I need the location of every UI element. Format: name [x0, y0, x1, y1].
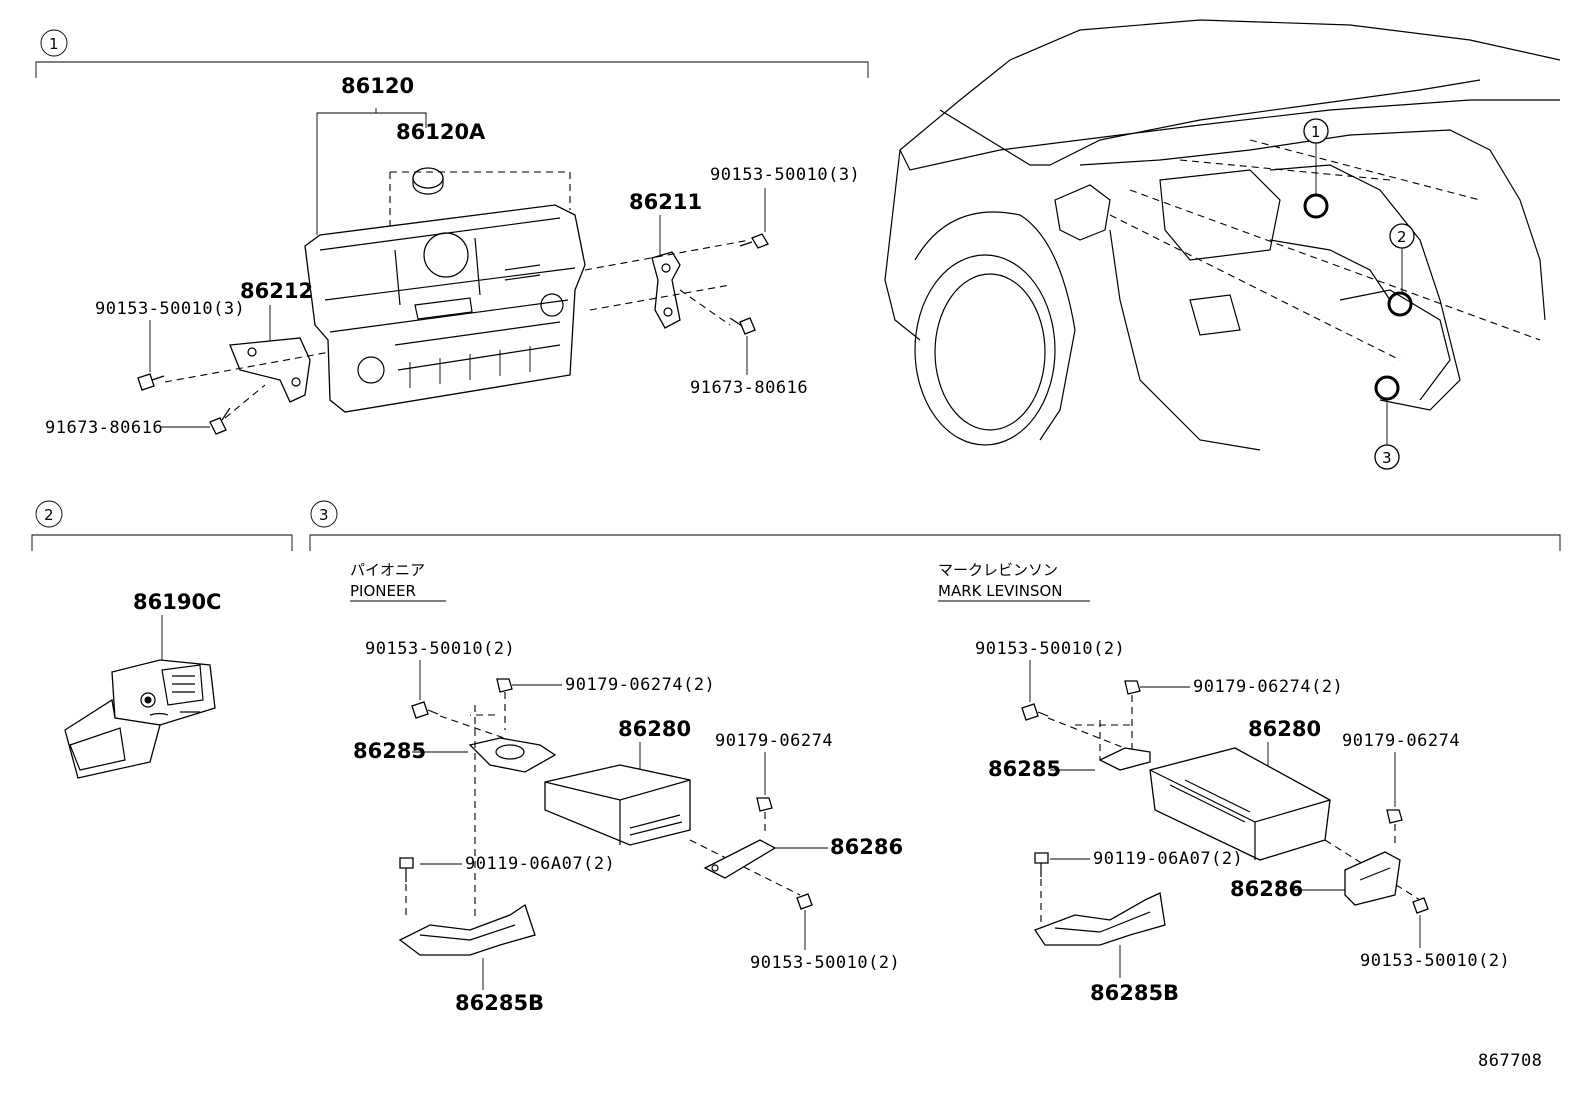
ml-nut-right	[1386, 809, 1403, 824]
pioneer-nut-top	[496, 678, 513, 693]
section-1-callout-circle	[40, 29, 68, 57]
figure-id: 867708	[1478, 1051, 1542, 1071]
section-2-callout-circle	[35, 500, 63, 528]
bolt-left	[209, 407, 231, 435]
label-86212: 86212	[240, 279, 313, 303]
overview-callout-2: 2	[1397, 228, 1407, 246]
pioneer-bracket-86285B	[398, 903, 536, 956]
pioneer-label-bracket-a: 86285	[353, 739, 426, 763]
overview-target-1	[1303, 193, 1329, 219]
ml-amplifier-86280	[1149, 747, 1331, 861]
pioneer-bracket-86286	[703, 839, 777, 879]
ml-label-screw-bottom: 90153-50010(2)	[1360, 951, 1510, 971]
section-3-number: 3	[319, 506, 329, 524]
ml-bracket-86286	[1344, 851, 1401, 906]
ml-label-bolt-mid: 90119-06A07(2)	[1093, 849, 1243, 869]
overview-target-2	[1387, 291, 1413, 317]
pioneer-group: パイオニア PIONEER 90153-50010(2) 90179-06274…	[350, 561, 903, 1015]
ml-bracket-86285	[1098, 747, 1151, 771]
mark-levinson-group: マークレビンソン MARK LEVINSON 90153-50010(2) 90…	[938, 561, 1510, 1005]
pioneer-label-nut-top: 90179-06274(2)	[565, 675, 715, 695]
section-2: 2 86190C	[31, 500, 293, 779]
label-86120A: 86120A	[396, 120, 486, 144]
overview-callout-3: 3	[1382, 449, 1392, 467]
bolt-right	[729, 317, 756, 335]
pioneer-brand-en: PIONEER	[350, 582, 416, 600]
ml-label-bracket-a: 86285	[988, 757, 1061, 781]
pioneer-bracket-86285	[468, 737, 557, 773]
ml-screw-bottom	[1412, 897, 1429, 914]
ml-label-bracket-b: 86286	[1230, 877, 1303, 901]
ml-label-nut-right: 90179-06274	[1342, 731, 1460, 751]
ml-brand-en: MARK LEVINSON	[938, 582, 1063, 600]
ml-screw-top	[1021, 703, 1049, 721]
section-3-bracket	[309, 534, 1561, 551]
bracket-86212	[229, 337, 311, 403]
section-3: 3 パイオニア PIONEER 90153-50010(2) 90179-062…	[309, 500, 1561, 1015]
section-1: 1 86120 86120A	[35, 29, 869, 438]
ml-label-screw-top: 90153-50010(2)	[975, 639, 1125, 659]
pioneer-bolt-mid	[399, 857, 414, 882]
section-2-bracket	[31, 534, 293, 551]
ml-label-bracket-c: 86285B	[1090, 981, 1179, 1005]
usb-jack-86190C	[64, 659, 216, 779]
label-90153-50010-3-left: 90153-50010(3)	[95, 299, 245, 319]
label-86120: 86120	[341, 74, 414, 98]
pioneer-label-bracket-c: 86285B	[455, 991, 544, 1015]
section-1-number: 1	[49, 35, 59, 53]
pioneer-brand-jp: パイオニア	[350, 561, 425, 579]
label-86190C: 86190C	[133, 590, 221, 614]
pioneer-label-screw-top: 90153-50010(2)	[365, 639, 515, 659]
vehicle-overview: 1 2 3	[884, 19, 1561, 470]
pioneer-label-bracket-b: 86286	[830, 835, 903, 859]
screw-top-right	[739, 233, 769, 249]
section-1-bracket	[35, 61, 869, 78]
section-3-callout-circle	[310, 500, 338, 528]
head-unit-86120	[304, 204, 586, 413]
pioneer-screw-bottom	[796, 893, 813, 910]
ml-label-nut-top: 90179-06274(2)	[1193, 677, 1343, 697]
label-86211: 86211	[629, 190, 702, 214]
ml-nut-top	[1124, 680, 1141, 695]
ml-bracket-86285B	[1034, 892, 1166, 946]
knob-86120A	[412, 167, 444, 195]
overview-target-3	[1374, 375, 1400, 401]
label-91673-80616-left: 91673-80616	[45, 418, 163, 438]
ml-bolt-mid	[1034, 852, 1049, 877]
pioneer-label-bolt-mid: 90119-06A07(2)	[465, 854, 615, 874]
wheel	[914, 254, 1056, 446]
overview-callout-1: 1	[1311, 123, 1321, 141]
section-2-number: 2	[44, 506, 54, 524]
label-91673-80616-right: 91673-80616	[690, 378, 808, 398]
screw-left	[137, 373, 165, 391]
ml-brand-jp: マークレビンソン	[938, 561, 1058, 579]
pioneer-amplifier-86280	[544, 764, 691, 846]
ml-label-amplifier: 86280	[1248, 717, 1321, 741]
pioneer-label-screw-bottom: 90153-50010(2)	[750, 953, 900, 973]
bracket-86211	[651, 251, 681, 329]
pioneer-nut-right	[756, 797, 773, 812]
label-90153-50010-3-right: 90153-50010(3)	[710, 165, 860, 185]
pioneer-screw-top	[411, 701, 439, 719]
pioneer-label-amplifier: 86280	[618, 717, 691, 741]
pioneer-label-nut-right: 90179-06274	[715, 731, 833, 751]
